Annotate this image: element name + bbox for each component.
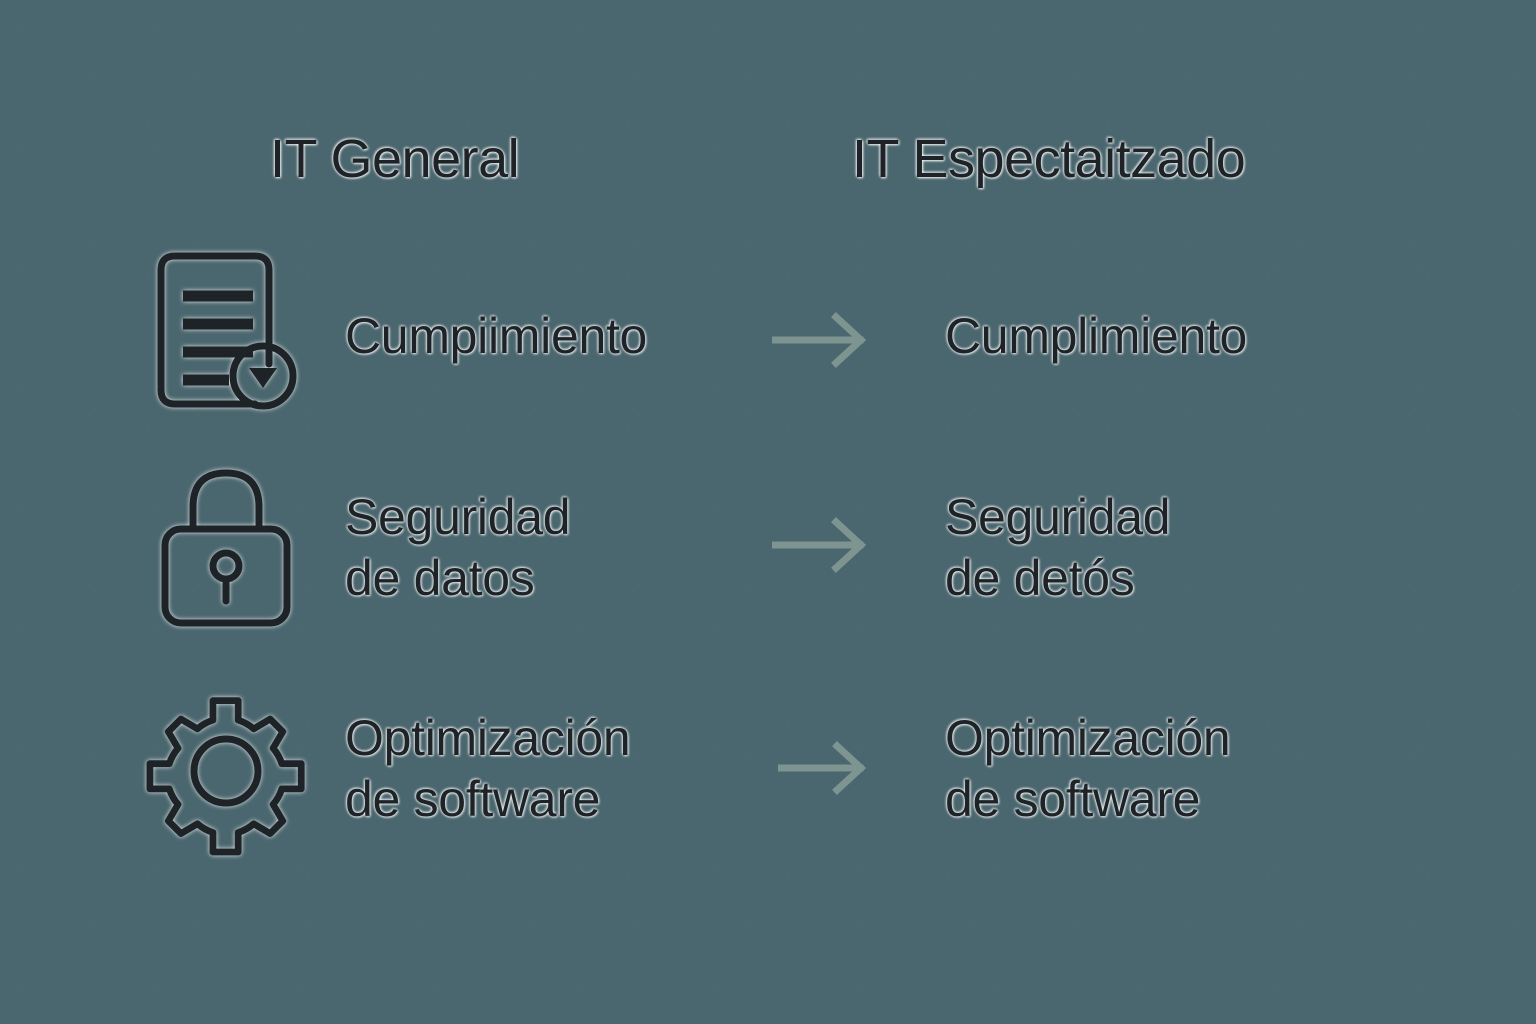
right-arrow-icon xyxy=(772,312,867,368)
column-heading-left: IT General xyxy=(270,129,520,189)
right-arrow-icon xyxy=(772,517,867,573)
right-arrow-icon xyxy=(778,741,867,795)
row-label-right-software-optimization: Optimización de software xyxy=(945,710,1231,827)
document-list-icon xyxy=(143,238,308,423)
row-label-left-software-optimization: Optimización de software xyxy=(345,710,631,827)
row-label-right-data-security: Seguridad de detós xyxy=(945,489,1171,606)
row-label-left-compliance: Cumpiimiento xyxy=(345,308,648,364)
row-label-left-data-security: Seguridad de datos xyxy=(345,489,571,606)
gear-icon xyxy=(143,678,308,863)
column-heading-right: IT Espectaitzado xyxy=(852,129,1246,189)
row-label-right-compliance: Cumplimiento xyxy=(945,308,1248,364)
lock-icon xyxy=(143,455,308,640)
